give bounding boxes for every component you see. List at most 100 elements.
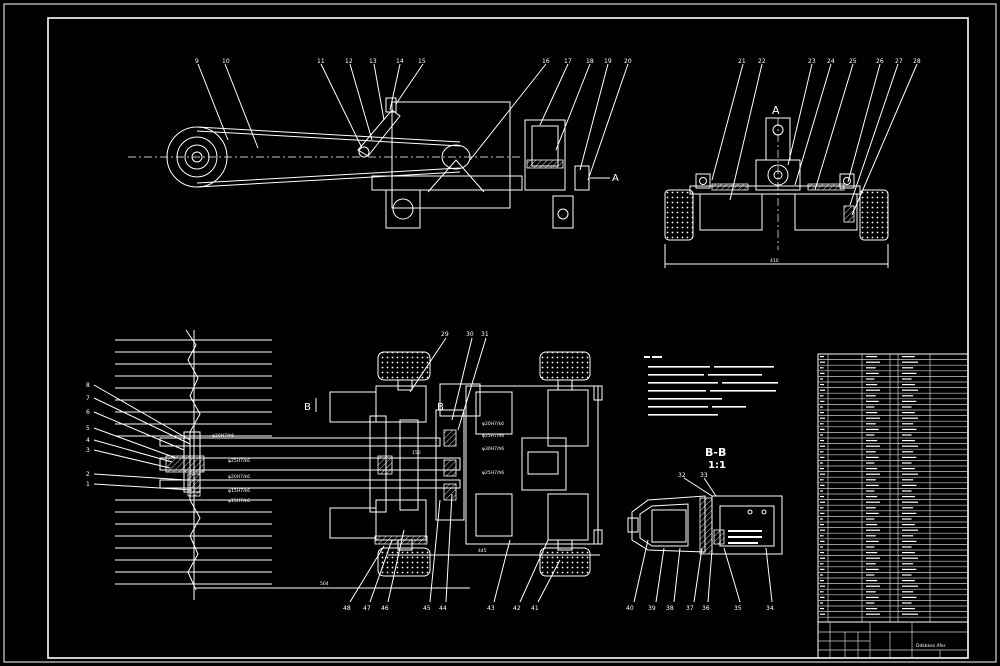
- parts-cell-mark: [902, 546, 912, 548]
- callout-41: 41: [531, 605, 539, 612]
- parts-cell-mark: [902, 529, 918, 531]
- parts-cell-mark: [820, 524, 824, 526]
- callout-15: 15: [418, 58, 426, 65]
- parts-cell-mark: [820, 423, 824, 425]
- callout-8: 8: [86, 382, 90, 389]
- parts-cell-mark: [820, 434, 823, 436]
- parts-cell-mark: [902, 428, 917, 430]
- parts-cell-mark: [820, 602, 823, 604]
- parts-cell-mark: [866, 512, 879, 514]
- parts-cell-mark: [902, 462, 912, 464]
- callout-44: 44: [439, 605, 447, 612]
- fit-label-1: φ20H7/h6: [212, 433, 234, 439]
- parts-cell-mark: [866, 389, 880, 391]
- parts-cell-mark: [820, 591, 824, 593]
- callout-17: 17: [564, 58, 572, 65]
- parts-cell-mark: [902, 552, 915, 554]
- parts-cell-mark: [866, 434, 875, 436]
- parts-cell-mark: [866, 462, 875, 464]
- callout-20: 20: [624, 58, 632, 65]
- title-block: Ddkkkes Afer: [817, 621, 969, 659]
- dim-top-right-width: 410: [770, 258, 779, 264]
- parts-cell-mark: [820, 479, 824, 481]
- plan-callouts: 29 30 31 8 7 6 5 4 3 2 1 48 47 46 45 44 …: [86, 331, 561, 612]
- parts-cell-mark: [866, 524, 878, 526]
- parts-cell-mark: [820, 490, 823, 492]
- parts-cell-mark: [866, 445, 880, 447]
- callout-43: 43: [487, 605, 495, 612]
- callout-4: 4: [86, 437, 90, 444]
- fit-label-4: φ15H7/k6: [228, 488, 250, 494]
- parts-cell-mark: [902, 518, 912, 520]
- callout-31: 31: [481, 331, 489, 338]
- parts-cell-mark: [902, 412, 915, 414]
- parts-cell-mark: [866, 384, 878, 386]
- outer-border: [3, 3, 997, 663]
- callout-14: 14: [396, 58, 404, 65]
- parts-cell-mark: [820, 378, 823, 380]
- callout-36: 36: [702, 605, 710, 612]
- parts-cell-mark: [866, 417, 880, 419]
- parts-cell-mark: [820, 462, 823, 464]
- callout-21: 21: [738, 58, 746, 65]
- parts-cell-mark: [866, 613, 880, 615]
- parts-cell-mark: [902, 378, 912, 380]
- parts-cell-mark: [820, 484, 825, 486]
- parts-cell-mark: [866, 490, 875, 492]
- parts-cell-mark: [902, 367, 914, 369]
- title-block-name: Ddkkkes Afer: [916, 643, 946, 649]
- parts-cell-mark: [866, 479, 876, 481]
- callout-33: 33: [700, 472, 708, 479]
- parts-cell-mark: [866, 540, 879, 542]
- callout-1: 1: [86, 481, 90, 488]
- section-bb-scale: 1:1: [708, 460, 726, 471]
- parts-cell-mark: [866, 423, 876, 425]
- parts-cell-mark: [820, 412, 824, 414]
- parts-cell-mark: [820, 496, 824, 498]
- section-a-arrow-label: A: [612, 173, 619, 184]
- parts-cell-mark: [866, 591, 876, 593]
- callout-9: 9: [195, 58, 199, 65]
- dim-plan-bottom: 504: [320, 581, 329, 587]
- parts-cell-mark: [902, 434, 912, 436]
- parts-cell-mark: [866, 400, 879, 402]
- parts-cell-mark: [902, 585, 918, 587]
- callout-11: 11: [317, 58, 325, 65]
- callout-45: 45: [423, 605, 431, 612]
- parts-cell-mark: [902, 507, 914, 509]
- callout-37: 37: [686, 605, 694, 612]
- section-b-left-label: B: [304, 402, 311, 413]
- parts-cell-mark: [866, 456, 879, 458]
- parts-cell-mark: [902, 580, 915, 582]
- inner-border: [47, 17, 969, 659]
- parts-cell-mark: [866, 529, 880, 531]
- parts-cell-mark: [866, 518, 875, 520]
- callout-27: 27: [895, 58, 903, 65]
- parts-cell-mark: [820, 406, 823, 408]
- parts-cell-mark: [866, 535, 876, 537]
- fit-label-3: φ20H7/k6: [228, 474, 250, 480]
- parts-cell-mark: [820, 440, 824, 442]
- parts-cell-mark: [866, 557, 880, 559]
- parts-cell-mark: [820, 389, 825, 391]
- fit-label-5: φ15H7/k6: [228, 498, 250, 504]
- parts-cell-mark: [820, 512, 825, 514]
- parts-cell-mark: [820, 445, 825, 447]
- parts-cell-mark: [820, 451, 824, 453]
- callout-3: 3: [86, 447, 90, 454]
- parts-cell-mark: [902, 568, 917, 570]
- parts-cell-mark: [902, 484, 917, 486]
- parts-cell-mark: [820, 574, 823, 576]
- parts-cell-mark: [866, 428, 879, 430]
- section-bb-label: B-B: [705, 446, 726, 459]
- parts-cell-mark: [820, 384, 824, 386]
- parts-cell-mark: [820, 367, 824, 369]
- parts-cell-mark: [902, 423, 914, 425]
- callout-23: 23: [808, 58, 816, 65]
- parts-cell-mark: [866, 468, 878, 470]
- parts-cell-mark: [866, 496, 878, 498]
- callout-2: 2: [86, 471, 90, 478]
- callout-29: 29: [441, 331, 449, 338]
- parts-cell-mark: [902, 468, 915, 470]
